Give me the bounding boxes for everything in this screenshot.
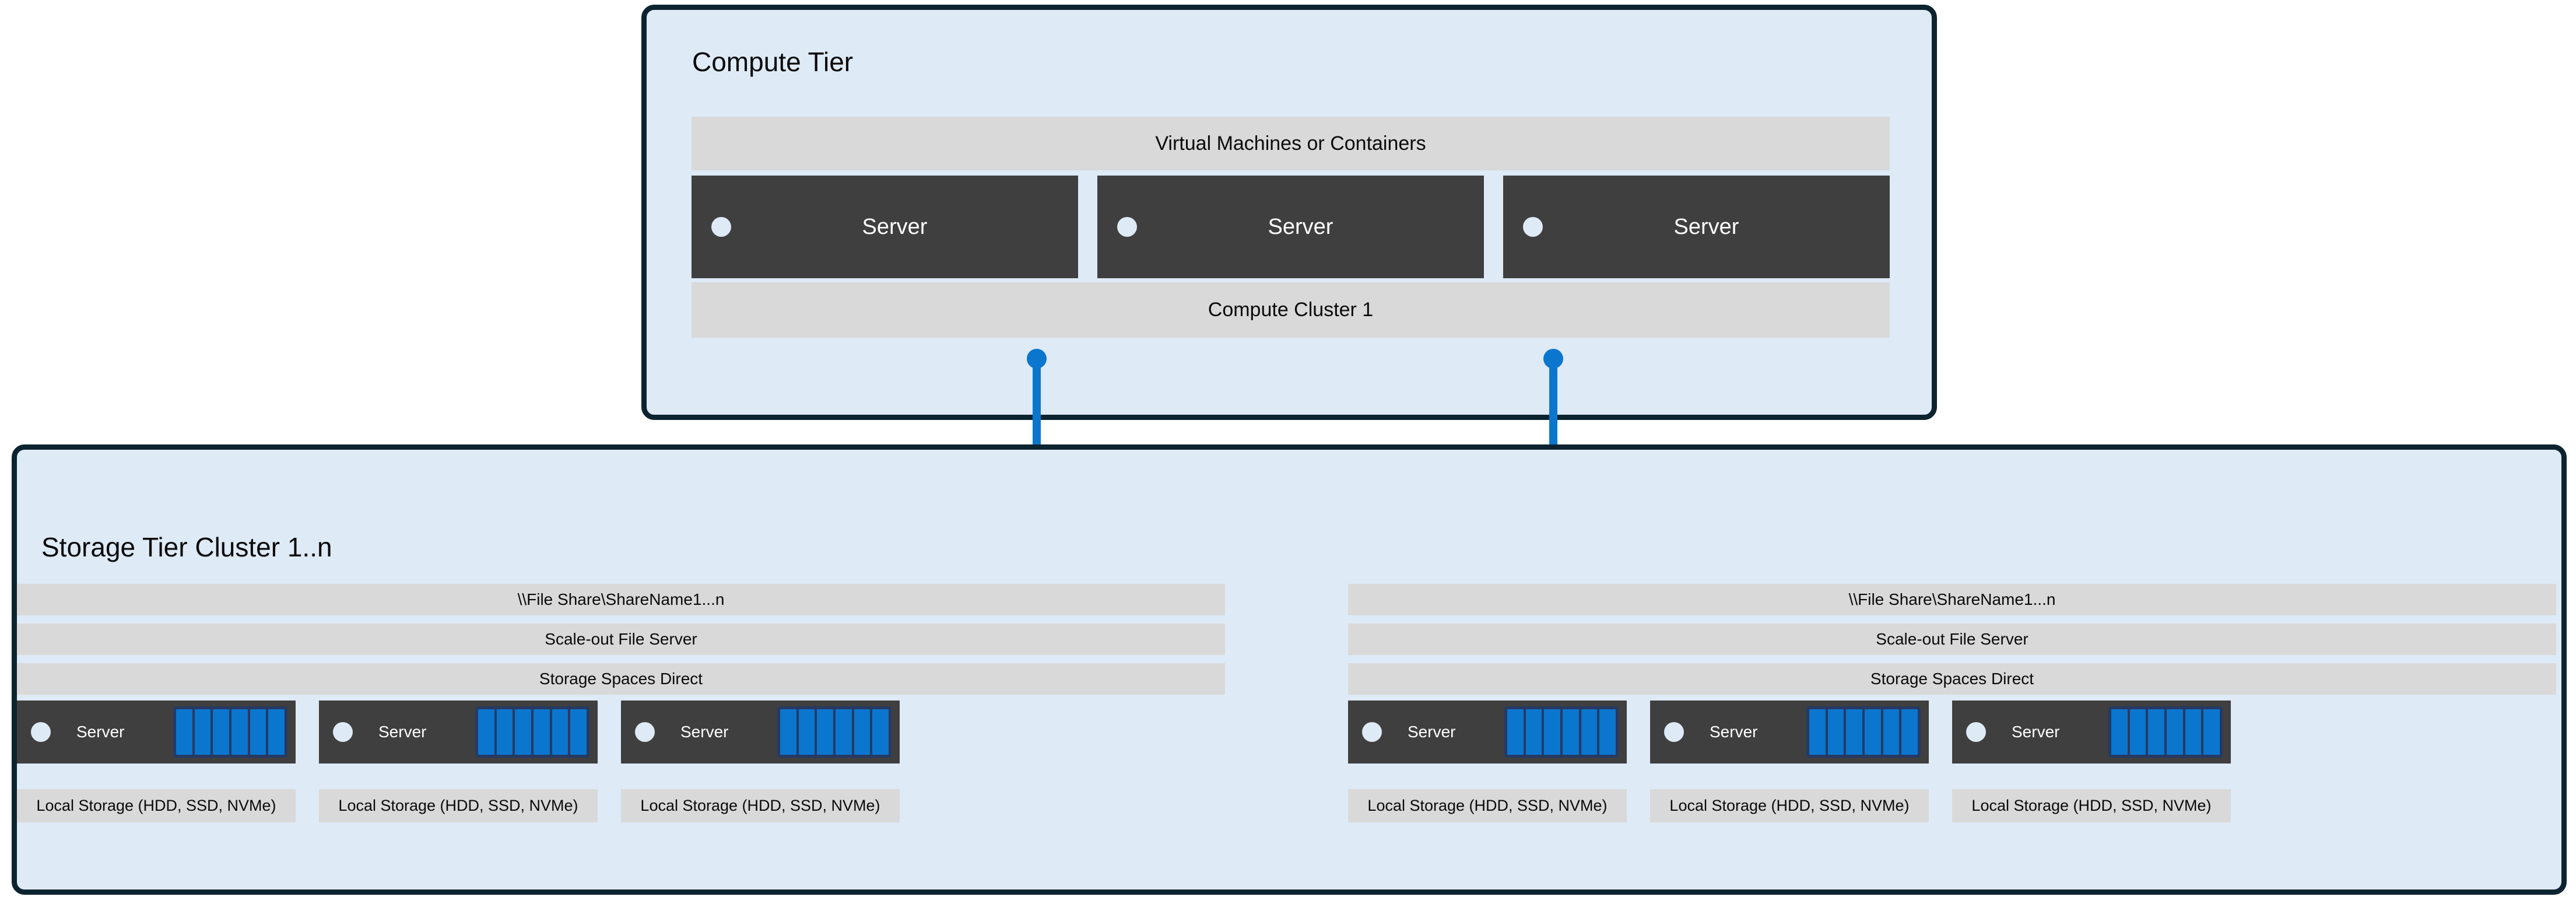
storage-node: Server Local Storage (HDD, SSD, NVMe) [621,701,900,822]
connector-line-left [1027,349,1047,465]
local-storage-bar: Local Storage (HDD, SSD, NVMe) [17,789,296,822]
local-storage-bar: Local Storage (HDD, SSD, NVMe) [1650,789,1929,822]
storage-node: Server Local Storage (HDD, SSD, NVMe) [17,701,296,822]
disk-array-icon [777,706,892,758]
storage-server-label: Server [1710,723,1758,741]
compute-tier-title: Compute Tier [692,47,854,77]
storage-server-box: Server [1650,701,1929,764]
connector-line-right [1543,349,1563,465]
virtual-machines-bar: Virtual Machines or Containers [692,117,1890,170]
storage-spaces-direct-bar: Storage Spaces Direct [1348,663,2556,695]
storage-node: Server Local Storage (HDD, SSD, NVMe) [1650,701,1929,822]
disk-array-icon [475,706,589,758]
storage-server-box: Server [319,701,598,764]
connector-endpoint-icon [1027,349,1047,369]
storage-server-box: Server [1348,701,1627,764]
scale-out-file-server-bar: Scale-out File Server [17,624,1225,655]
disk-array-icon [173,706,287,758]
local-storage-bar: Local Storage (HDD, SSD, NVMe) [1348,789,1627,822]
storage-node: Server Local Storage (HDD, SSD, NVMe) [1348,701,1627,822]
file-share-bar: \\File Share\ShareName1...n [17,584,1225,615]
storage-server-label: Server [1408,723,1456,741]
status-dot-icon [635,722,655,742]
disk-array-icon [2108,706,2223,758]
status-dot-icon [31,722,51,742]
storage-server-label: Server [2012,723,2060,741]
local-storage-bar: Local Storage (HDD, SSD, NVMe) [319,789,598,822]
storage-spaces-direct-bar: Storage Spaces Direct [17,663,1225,695]
status-dot-icon [333,722,353,742]
compute-tier-panel: Compute Tier Virtual Machines or Contain… [641,5,1937,420]
scale-out-file-server-bar: Scale-out File Server [1348,624,2556,655]
connector-endpoint-icon [1543,349,1563,369]
storage-server-label: Server [680,723,729,741]
storage-server-box: Server [17,701,296,764]
status-dot-icon [1966,722,1986,742]
storage-server-box: Server [1952,701,2231,764]
storage-server-box: Server [621,701,900,764]
status-dot-icon [1664,722,1684,742]
compute-server-label: Server [1673,214,1739,239]
local-storage-bar: Local Storage (HDD, SSD, NVMe) [621,789,900,822]
disk-array-icon [1806,706,1921,758]
storage-server-label: Server [378,723,427,741]
storage-tier-title: Storage Tier Cluster 1..n [41,532,332,562]
compute-server-node: Server [1503,176,1890,278]
storage-tier-panel: Storage Tier Cluster 1..n \\File Share\S… [12,444,2567,895]
local-storage-bar: Local Storage (HDD, SSD, NVMe) [1952,789,2231,822]
compute-cluster-bar: Compute Cluster 1 [692,282,1890,338]
status-dot-icon [1362,722,1382,742]
compute-server-label: Server [1268,214,1333,239]
file-share-bar: \\File Share\ShareName1...n [1348,584,2556,615]
compute-server-node: Server [692,176,1078,278]
compute-server-label: Server [862,214,928,239]
status-dot-icon [1523,217,1543,237]
status-dot-icon [1117,217,1137,237]
compute-server-node: Server [1097,176,1484,278]
disk-array-icon [1504,706,1619,758]
storage-server-label: Server [76,723,125,741]
storage-node: Server Local Storage (HDD, SSD, NVMe) [1952,701,2231,822]
storage-node: Server Local Storage (HDD, SSD, NVMe) [319,701,598,822]
status-dot-icon [711,217,731,237]
